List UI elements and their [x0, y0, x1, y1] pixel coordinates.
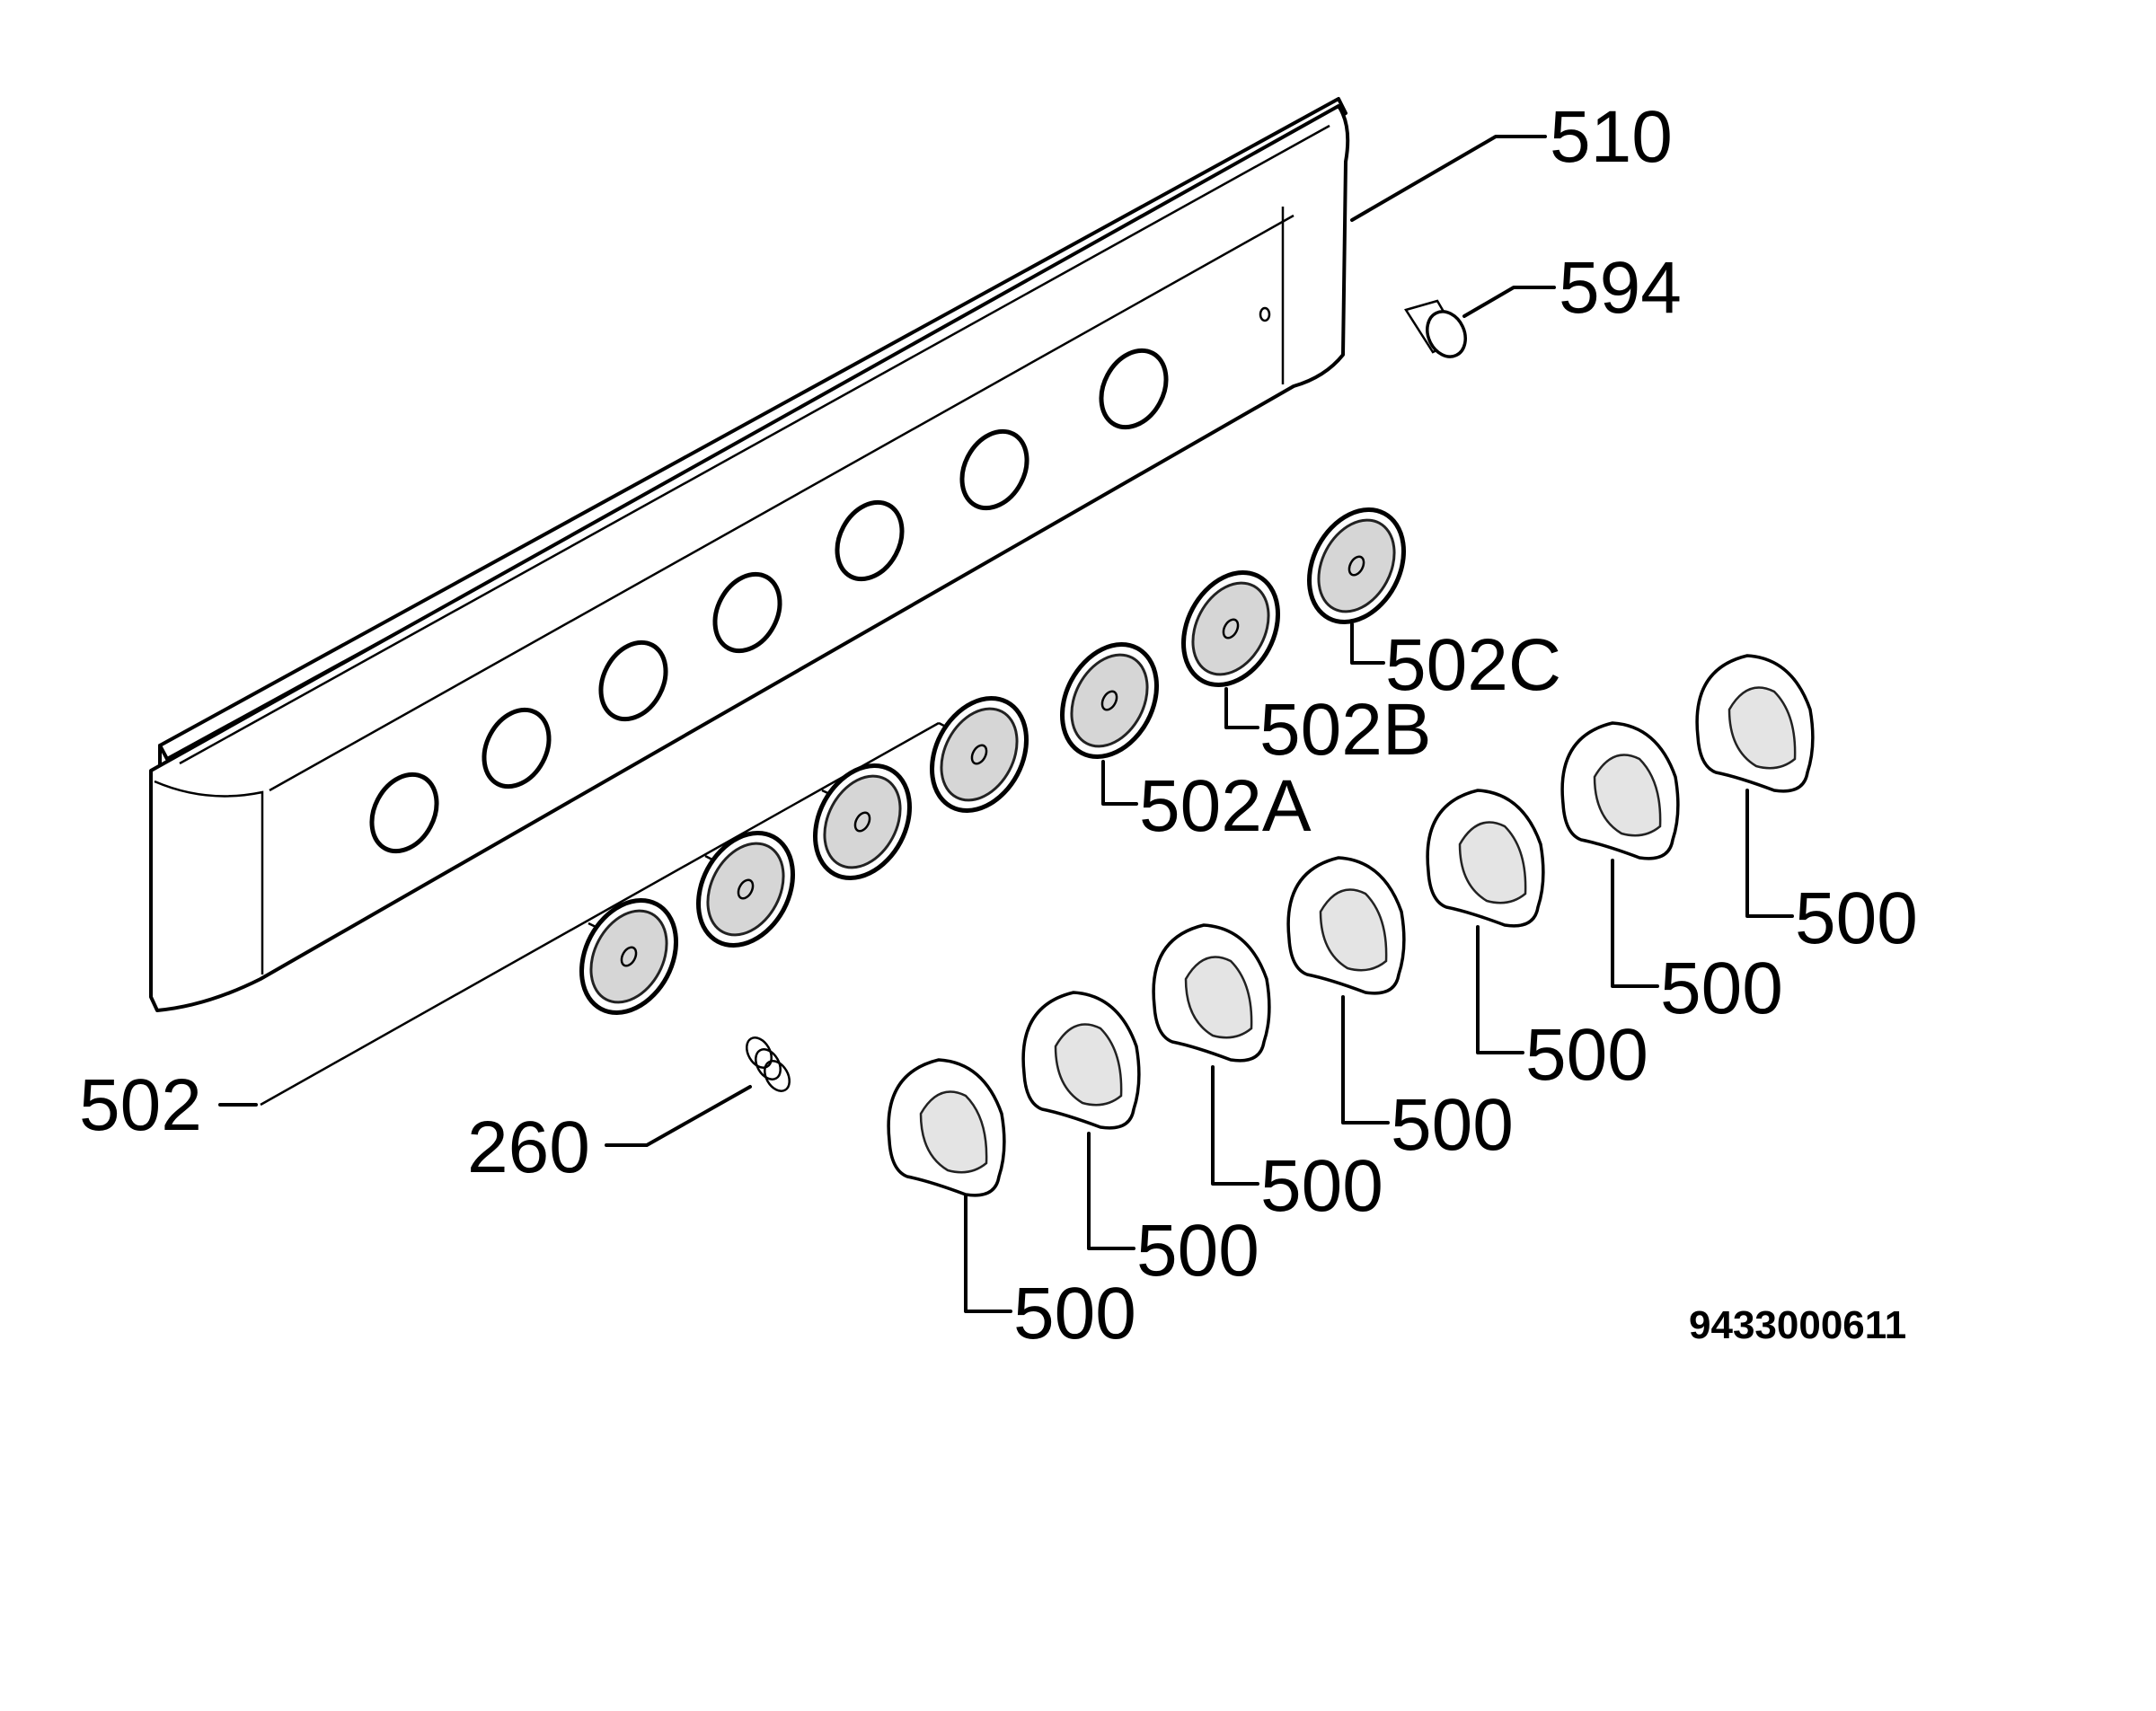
label-500: 500 [1013, 1273, 1136, 1354]
spring-part [746, 1036, 791, 1092]
label-500: 500 [1260, 1145, 1383, 1227]
label-260: 260 [467, 1107, 590, 1188]
label-502c: 502C [1385, 624, 1561, 706]
control-knob [1021, 991, 1141, 1130]
label-500: 500 [1660, 948, 1783, 1029]
control-knob [1152, 923, 1271, 1063]
label-510: 510 [1550, 96, 1673, 178]
label-502b: 502B [1259, 689, 1432, 771]
label-500: 500 [1391, 1084, 1514, 1166]
label-594: 594 [1559, 247, 1682, 329]
label-500: 500 [1525, 1014, 1648, 1096]
leader-lines [218, 135, 1794, 1313]
control-knob [1286, 856, 1406, 995]
bezel-ring [929, 696, 1029, 813]
bezel-rings [260, 507, 1407, 1107]
label-502: 502 [79, 1064, 202, 1146]
control-knobs [887, 654, 1815, 1197]
control-knob [1695, 654, 1815, 793]
part-labels: 510 594 502C 502B 502A 502 260 500 500 5… [79, 96, 1918, 1354]
bezel-ring-c [1306, 507, 1407, 624]
lamp-part [1404, 299, 1467, 358]
bezel-ring-b [1180, 570, 1281, 687]
control-knob [1560, 721, 1680, 860]
bezel-ring [812, 763, 913, 880]
label-500: 500 [1795, 878, 1918, 959]
bezel-ring [579, 898, 679, 1015]
label-500: 500 [1136, 1210, 1259, 1292]
control-knob [1426, 789, 1545, 928]
control-knob [887, 1058, 1006, 1197]
drawing-code: 9433000611 [1689, 1303, 1906, 1347]
bezel-ring [695, 831, 796, 948]
bezel-ring-a [1059, 642, 1160, 759]
label-502a: 502A [1139, 765, 1312, 847]
control-panel [149, 97, 1350, 1012]
